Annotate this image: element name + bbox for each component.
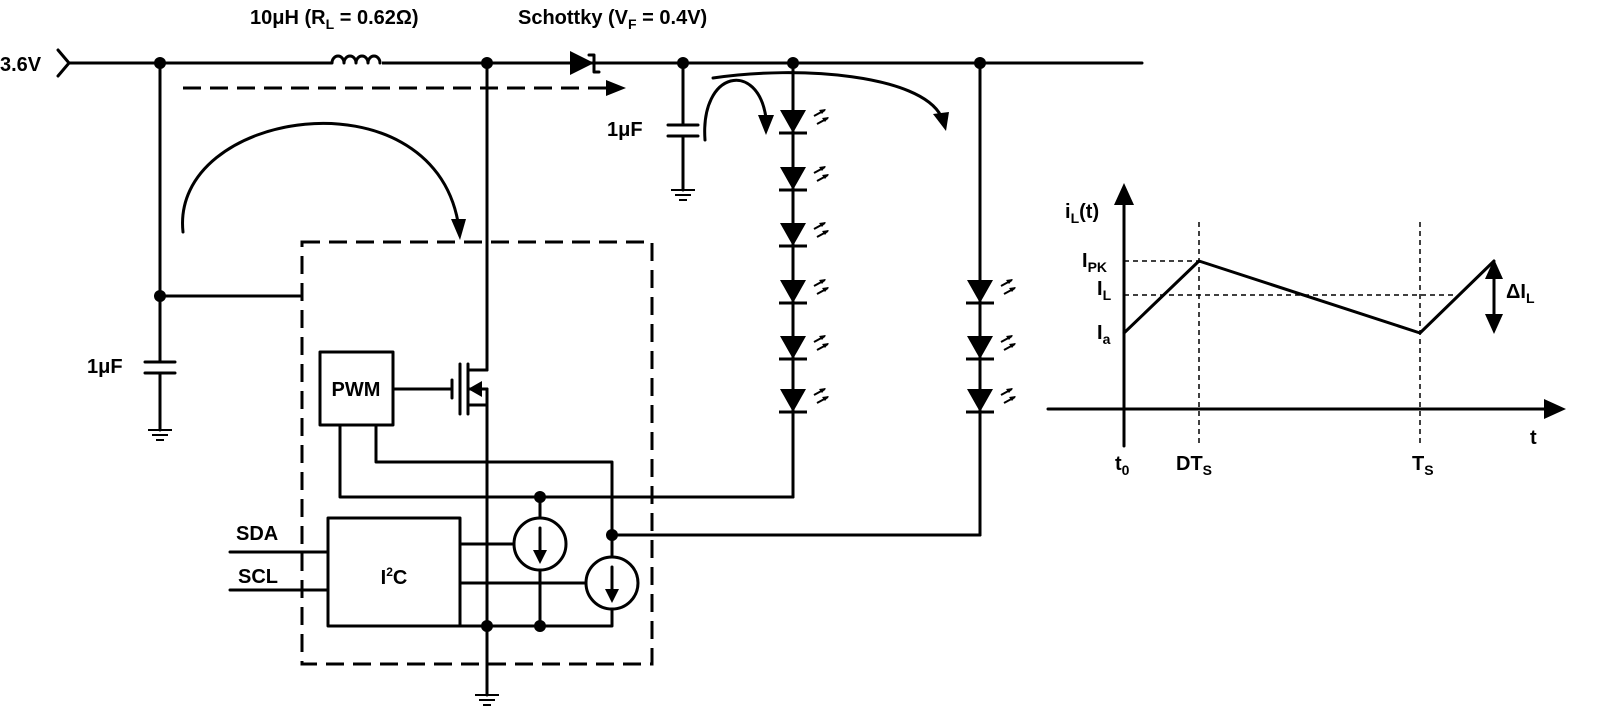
current-source-1-arrowhead: [533, 550, 547, 564]
mosfet-arrow: [468, 381, 482, 397]
feedback-wire-1: [338, 423, 795, 499]
junction-dot: [481, 620, 493, 632]
led-icon: [964, 386, 1018, 414]
delta-il-label: ΔIL: [1506, 281, 1535, 306]
curved-current-arrow: [181, 121, 460, 234]
sda-label: SDA: [236, 523, 278, 545]
inductor-current-trace: [1122, 259, 1496, 335]
ipk-label: IPK: [1082, 250, 1107, 275]
y-axis-arrowhead: [1114, 183, 1134, 205]
inductor-symbol: [330, 50, 382, 66]
curved-arrow-head: [933, 112, 949, 131]
led-icon: [777, 277, 831, 305]
led-icon: [777, 164, 831, 192]
i2c-block: [326, 516, 462, 628]
input-connector-symbol: [56, 48, 71, 78]
curved-arrow-head: [758, 115, 774, 135]
ts-label: TS: [1412, 453, 1434, 478]
ic-boundary-dashed: [300, 240, 654, 666]
output-cap-label: 1μF: [607, 119, 643, 141]
inductor-current-waveform: iL(t) IPK IL Ia ΔIL t0 DTS TS t: [1046, 183, 1566, 478]
curved-current-arrow: [703, 78, 768, 142]
current-path-arrowhead: [606, 80, 626, 96]
dts-label: DTS: [1176, 453, 1212, 478]
led-icon: [777, 107, 831, 135]
x-axis-label: t: [1530, 427, 1537, 449]
curved-current-arrow: [711, 71, 943, 118]
x-axis-arrowhead: [1544, 399, 1566, 419]
il-label: IL: [1097, 278, 1112, 303]
pwm-label: PWM: [332, 379, 381, 401]
feedback-wire-2: [374, 423, 614, 537]
curved-arrow-head: [451, 219, 466, 240]
junction-dot: [534, 620, 546, 632]
delta-il-arrowhead-up: [1485, 259, 1503, 279]
ia-label: Ia: [1097, 322, 1111, 347]
y-axis-label: iL(t): [1065, 201, 1099, 226]
led-icon: [964, 277, 1018, 305]
led-icon: [777, 386, 831, 414]
schottky-diode-symbol: [570, 51, 601, 75]
led-icon: [777, 333, 831, 361]
led-icon: [964, 333, 1018, 361]
i2c-label: I2C: [381, 565, 408, 589]
led-icon: [777, 220, 831, 248]
inductor-label: 10μH (RL = 0.62Ω): [250, 7, 419, 32]
ground-return-wire: [458, 607, 614, 628]
input-voltage-label: 3.6V: [0, 54, 42, 76]
input-cap-label: 1μF: [87, 356, 123, 378]
delta-il-arrowhead-down: [1485, 314, 1503, 334]
diode-label: Schottky (VF = 0.4V): [518, 7, 707, 32]
current-source-2-arrowhead: [605, 589, 619, 603]
t0-label: t0: [1115, 453, 1130, 478]
scl-label: SCL: [238, 566, 278, 588]
